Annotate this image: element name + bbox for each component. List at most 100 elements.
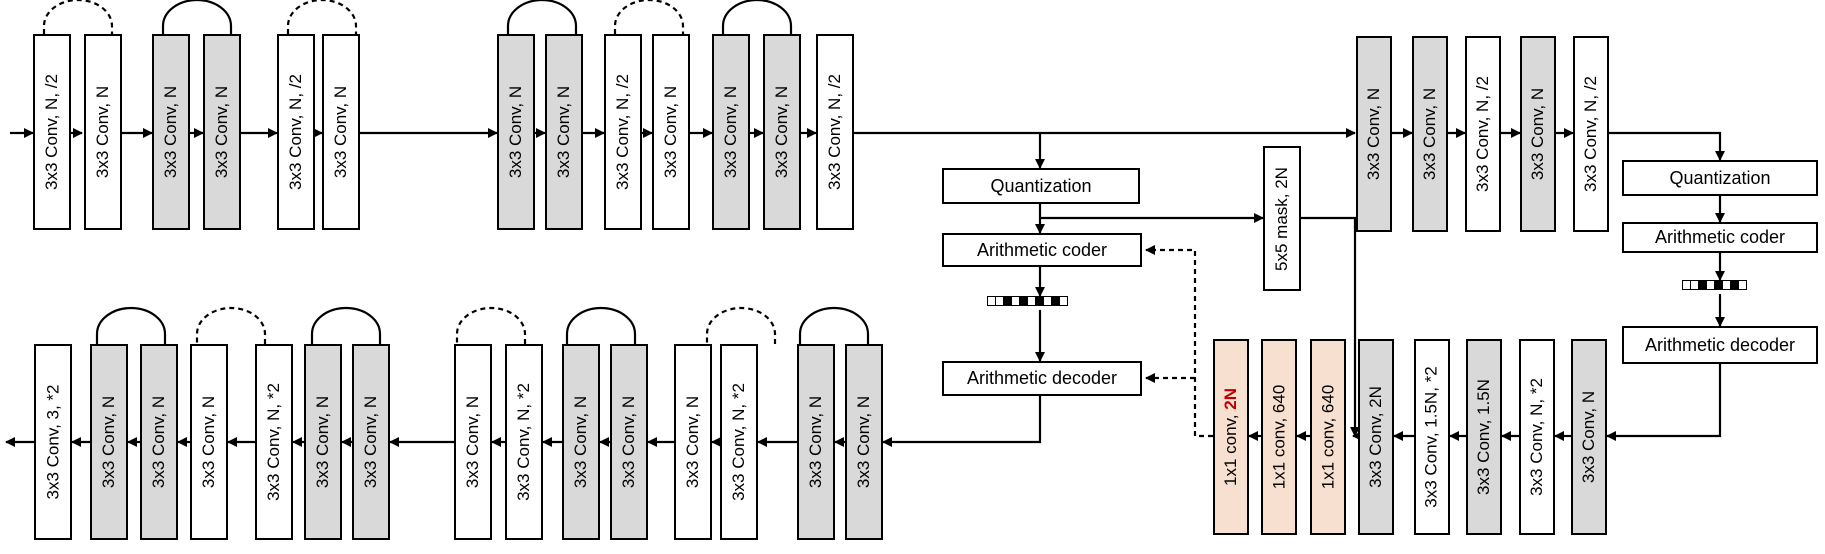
entropy-param-block: 1x1 conv, 640 [1261,339,1297,535]
decoder-block: 3x3 Conv, N [190,344,228,540]
decoder-block: 3x3 Conv, N [140,344,178,540]
flow-arrow [1609,131,1725,161]
block-label: 3x3 Conv, N [554,85,573,179]
encoder-block: 3x3 Conv, N [712,34,750,230]
block-label: 3x3 Conv, N [571,395,590,489]
box-label: Quantization [1669,167,1771,188]
encoder-block: 3x3 Conv, N [763,34,801,230]
encoder-block: 3x3 Conv, N [545,34,583,230]
decoder-block: 3x3 Conv, N [610,344,648,540]
skip-connection [721,0,793,133]
skip-connection [286,0,358,133]
arithmetic-decoder-box: Arithmetic decoder [942,361,1142,396]
decoder-block: 3x3 Conv, N [352,344,390,540]
block-label: 3x3 Conv, N, /2 [42,74,61,190]
skip-connection [455,306,527,442]
decoder-block: 3x3 Conv, N [304,344,342,540]
block-label: 3x3 Conv, N [661,85,680,179]
encoder-block: 3x3 Conv, N, /2 [33,34,71,230]
block-label: 3x3 Conv, N [772,85,791,179]
hyper-decoder-block: 3x3 Conv, N, *2 [1519,339,1555,535]
entropy-param-block: 1x1 conv, 640 [1310,339,1346,535]
block-label: 3x3 Conv, N [93,85,112,179]
block-label: 3x3 Conv, N [1528,87,1547,181]
decoder-block: 3x3 Conv, N [454,344,492,540]
skip-connection [705,306,777,442]
decoder-block: 3x3 Conv, N, *2 [255,344,293,540]
hyper-encoder-block: 3x3 Conv, N, /2 [1573,36,1609,232]
probability-feedback [1145,245,1213,438]
decoder-block: 3x3 Conv, 3, *2 [34,344,72,540]
block-label: 3x3 Conv, N [199,395,218,489]
block-label: 3x3 Conv, N [1420,87,1439,181]
box-label: Arithmetic decoder [1644,334,1796,355]
skip-connection [161,0,236,134]
main-bitstream [987,296,1068,306]
block-label: 3x3 Conv, N [806,395,825,489]
hyper-encoder-block: 3x3 Conv, N [1356,36,1392,232]
block-label: 3x3 Conv, N, *2 [514,383,534,501]
skip-connection [310,306,382,442]
block-label: 3x3 Conv, N [99,395,118,489]
block-label: 3x3 Conv, N [149,395,168,489]
decoder-block: 3x3 Conv, N [90,344,128,540]
entropy-param-block: 1x1 conv, 2N [1213,339,1249,535]
block-label: 3x3 Conv, N [619,395,638,489]
hyper-bitstream [1682,280,1747,290]
block-label: 3x3 Conv, N, /2 [286,74,305,190]
encoder-block: 3x3 Conv, N, /2 [816,34,854,230]
encoder-block: 3x3 Conv, N [322,34,360,230]
skip-connection [195,306,267,442]
block-label: 3x3 Conv, N [1579,390,1598,484]
block-label: 3x3 Conv, N [721,85,740,179]
block-label: 3x3 Conv, N, /2 [1473,76,1492,192]
block-label: 3x3 Conv, N [361,395,380,489]
block-label: 3x3 Conv, N [463,395,482,489]
flow-arrow [1301,216,1360,437]
block-label: 3x3 Conv, N [683,395,702,489]
block-label: 1x1 conv, 640 [1318,384,1337,490]
block-label: 3x3 Conv, N, /2 [1581,76,1600,192]
skip-connection [613,0,685,133]
block-label: 3x3 Conv, N [161,85,180,179]
encoder-block: 3x3 Conv, N, /2 [277,34,315,230]
encoder-block: 3x3 Conv, N, /2 [604,34,642,230]
box-label: Arithmetic coder [976,239,1108,260]
hyper-encoder-block: 3x3 Conv, N [1412,36,1448,232]
skip-connection [42,0,117,134]
mask-conv-block: 5x5 mask, 2N [1263,146,1301,291]
hyper-encoder-block: 3x3 Conv, N [1520,36,1556,232]
block-label: 3x3 Conv, N [506,85,525,179]
encoder-block: 3x3 Conv, N [203,34,241,230]
block-label: 3x3 Conv, N [313,395,332,489]
block-label-highlight: 2N [1221,388,1240,410]
encoder-block: 3x3 Conv, N [497,34,535,230]
decoder-block: 3x3 Conv, N [797,344,835,540]
block-label: 3x3 Conv, 1.5N [1474,379,1494,495]
block-label: 3x3 Conv, N, *2 [264,383,284,501]
flow-arrow [882,396,1042,447]
skip-connection [798,306,870,442]
quantization-box: Quantization [942,168,1140,204]
block-label: 3x3 Conv, N, *2 [1527,378,1547,496]
block-label-prefix: 1x1 conv, [1221,409,1240,486]
block-label: 3x3 Conv, 3, *2 [43,384,63,500]
arithmetic-coder-box: Arithmetic coder [942,233,1142,267]
skip-connection [565,306,637,442]
decoder-block: 3x3 Conv, N, *2 [720,344,758,540]
box-label: Arithmetic coder [1654,227,1786,247]
hyper-decoder-block: 3x3 Conv, 2N [1358,339,1394,535]
block-label: 3x3 Conv, N, *2 [729,383,749,501]
hyper-encoder-block: 3x3 Conv, N, /2 [1465,36,1501,232]
flow-arrow [1606,364,1722,441]
box-label: Arithmetic decoder [966,368,1118,388]
block-label: 3x3 Conv, N [331,85,350,179]
block-label: 3x3 Conv, N, /2 [613,74,632,190]
skip-connection [506,0,578,133]
encoder-block: 3x3 Conv, N [152,34,190,230]
hyper-quantization-box: Quantization [1622,160,1818,196]
decoder-block: 3x3 Conv, N, *2 [505,344,543,540]
block-label: 3x3 Conv, N [854,395,873,489]
block-label: 1x1 conv, 2N [1221,388,1241,486]
block-label: 3x3 Conv, 1.5N, *2 [1422,366,1441,508]
